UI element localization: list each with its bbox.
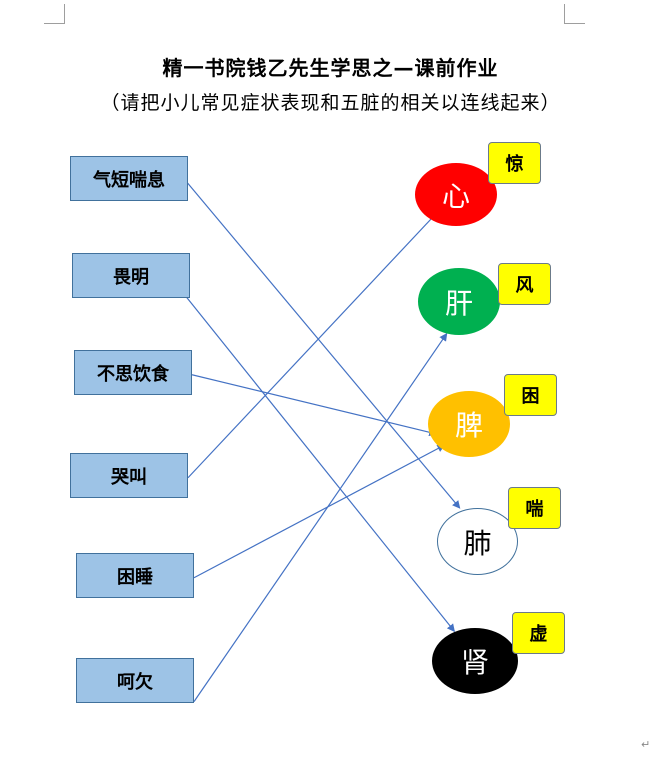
symptom-box-yawning[interactable]: 呵欠 [76, 658, 194, 703]
organ-tag-liver: 风 [498, 263, 551, 305]
connection-arrow [193, 332, 448, 702]
organ-circle-spleen[interactable]: 脾 [428, 391, 510, 457]
organ-circle-kidney[interactable]: 肾 [432, 628, 518, 694]
organ-tag-lung: 喘 [508, 487, 561, 529]
organ-tag-spleen: 困 [504, 374, 557, 416]
organ-circle-liver[interactable]: 肝 [418, 268, 500, 335]
organ-tag-kidney: 虚 [512, 612, 565, 654]
connection-arrow [191, 374, 438, 437]
paragraph-mark: ↵ [641, 738, 651, 751]
organ-circle-heart[interactable]: 心 [415, 163, 497, 226]
connection-arrow [187, 212, 438, 479]
connection-arrow [193, 444, 446, 579]
page-corner-mark-right [564, 4, 585, 24]
symptom-box-shortness-of-breath[interactable]: 气短喘息 [70, 156, 188, 201]
page-corner-mark-left [44, 4, 65, 24]
connection-arrow [186, 181, 461, 509]
document-subtitle: （请把小儿常见症状表现和五脏的相关以连线起来） [100, 92, 561, 114]
symptom-box-drowsiness[interactable]: 困睡 [76, 553, 194, 598]
organ-circle-lung[interactable]: 肺 [437, 508, 518, 575]
symptom-box-photophobia[interactable]: 畏明 [72, 253, 190, 298]
symptom-box-no-appetite[interactable]: 不思饮食 [74, 350, 192, 395]
document-title: 精一书院钱乙先生学思之—课前作业 [162, 56, 499, 80]
organ-tag-heart: 惊 [488, 142, 541, 184]
connection-arrow [185, 296, 455, 633]
symptom-box-crying[interactable]: 哭叫 [70, 453, 188, 498]
